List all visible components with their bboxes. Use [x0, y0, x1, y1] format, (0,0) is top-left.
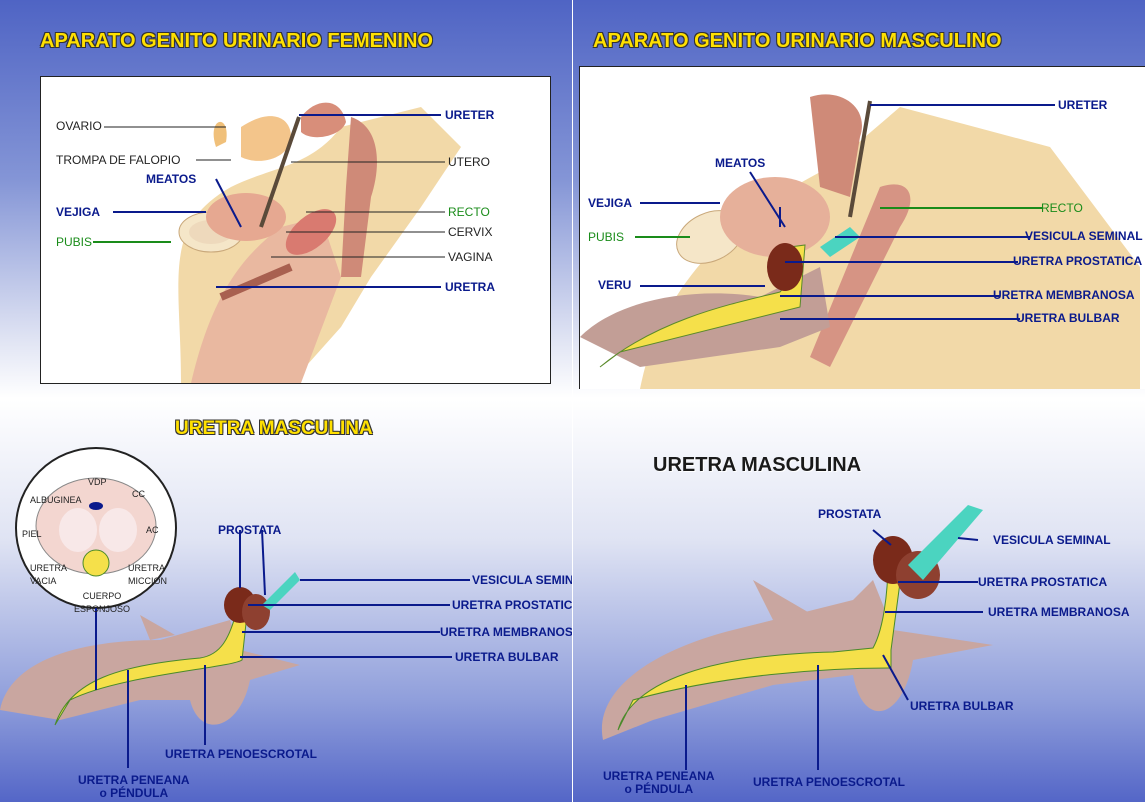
- label-membranosa: URETRA MEMBRANOSA: [988, 606, 1130, 619]
- label-penoescrotal: URETRA PENOESCROTAL: [165, 748, 317, 761]
- label-prostatica: URETRA PROSTATICA: [978, 576, 1107, 589]
- label-uretra: URETRA: [445, 281, 495, 294]
- panel-urethra-inset: URETRA MASCULINA: [0, 400, 572, 802]
- anatomy-image-box: OVARIO TROMPA DE FALOPIO MEATOS VEJIGA P…: [40, 76, 551, 384]
- label-recto: RECTO: [448, 206, 490, 219]
- label-bulbar: URETRA BULBAR: [910, 700, 1014, 713]
- panel-urethra: URETRA MASCULINA PROSTATA VESICULA SEMIN…: [573, 400, 1145, 802]
- label-penoescrotal: URETRA PENOESCROTAL: [753, 776, 905, 789]
- label-ureter: URETER: [1058, 99, 1107, 112]
- label-pubis: PUBIS: [588, 231, 624, 244]
- panel-male: APARATO GENITO URINARIO MASCULINO: [573, 0, 1145, 398]
- label-meatos: MEATOS: [146, 173, 196, 186]
- label-vesicula: VESICULA SEMINAL: [472, 574, 572, 587]
- label-bulbar: URETRA BULBAR: [1016, 312, 1120, 325]
- panel-title: APARATO GENITO URINARIO MASCULINO: [593, 30, 1002, 53]
- panel-title: APARATO GENITO URINARIO FEMENINO: [40, 30, 433, 53]
- urethra-illustration: [573, 400, 1145, 802]
- label-prostata: PROSTATA: [218, 524, 281, 537]
- label-vejiga: VEJIGA: [56, 206, 100, 219]
- inset-label-ac: AC: [146, 524, 159, 537]
- inset-label-vdp: VDP: [88, 476, 107, 489]
- label-prostatica: URETRA PROSTATICA: [452, 599, 572, 612]
- label-bulbar: URETRA BULBAR: [455, 651, 559, 664]
- label-pubis: PUBIS: [56, 236, 92, 249]
- label-utero: UTERO: [448, 156, 490, 169]
- label-vejiga: VEJIGA: [588, 197, 632, 210]
- label-veru: VERU: [598, 279, 631, 292]
- label-trompa: TROMPA DE FALOPIO: [56, 154, 180, 167]
- label-cervix: CERVIX: [448, 226, 492, 239]
- inset-label-cc: CC: [132, 488, 145, 501]
- male-anatomy-illustration: [580, 67, 1145, 389]
- label-recto: RECTO: [1041, 202, 1083, 215]
- inset-label-albuginea: ALBUGINEA: [30, 494, 82, 507]
- label-vagina: VAGINA: [448, 251, 492, 264]
- label-ovario: OVARIO: [56, 120, 102, 133]
- label-meatos: MEATOS: [715, 157, 765, 170]
- label-membranosa: URETRA MEMBRANOSA: [993, 289, 1135, 302]
- label-vesicula: VESICULA SEMINAL: [1025, 230, 1143, 243]
- label-prostatica: URETRA PROSTATICA: [1013, 255, 1142, 268]
- label-prostata: PROSTATA: [818, 508, 881, 521]
- label-ureter: URETER: [445, 109, 494, 122]
- inset-label-piel: PIEL: [22, 528, 42, 541]
- panel-female: APARATO GENITO URINARIO FEMENINO: [0, 0, 572, 398]
- label-membranosa: URETRA MEMBRANOSA: [440, 626, 572, 639]
- label-vesicula: VESICULA SEMINAL: [993, 534, 1111, 547]
- anatomy-image-box: URETER MEATOS VEJIGA RECTO PUBIS VESICUL…: [579, 66, 1145, 389]
